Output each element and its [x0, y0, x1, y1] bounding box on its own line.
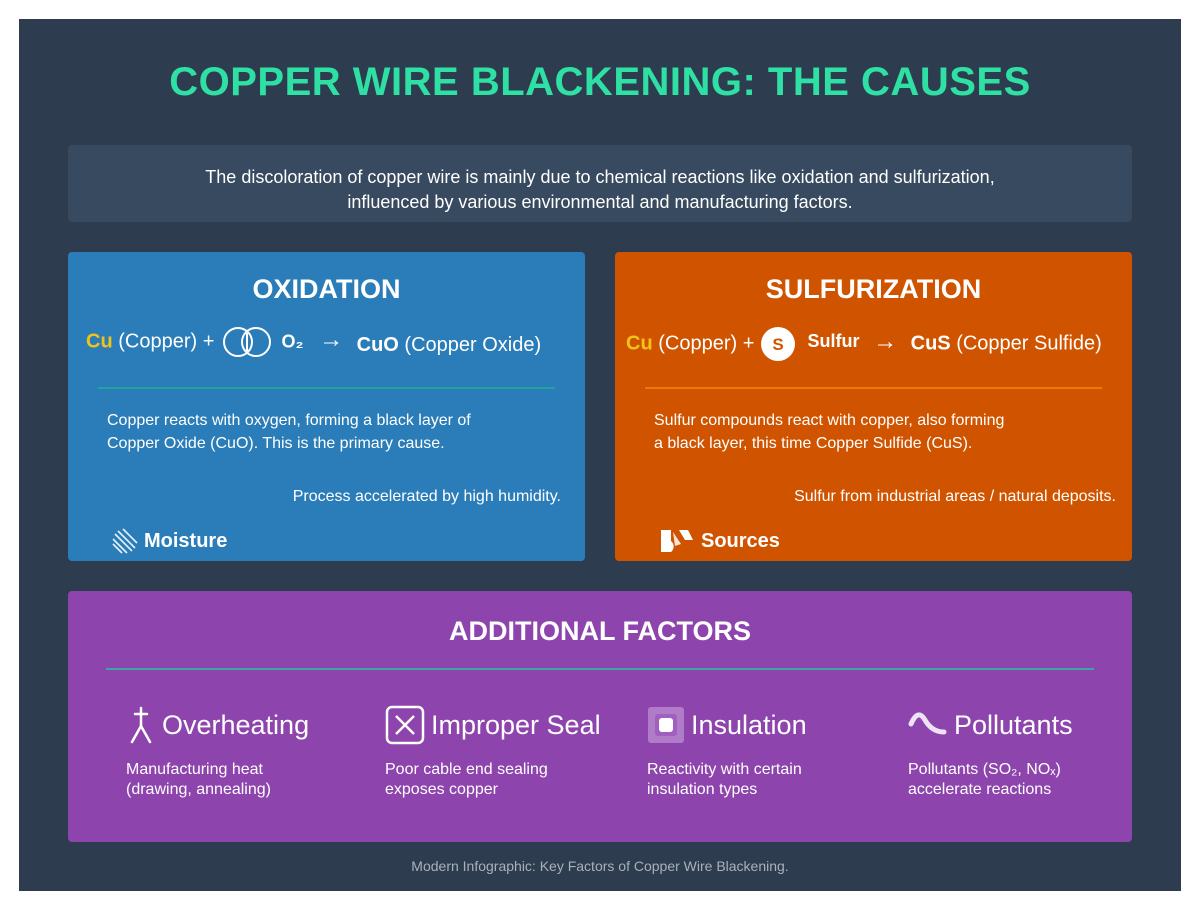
page-title: COPPER WIRE BLACKENING: THE CAUSES	[169, 60, 1031, 104]
factor-label: Insulation	[691, 709, 807, 740]
moisture-icon	[112, 528, 138, 554]
sources-tag: Sources	[659, 528, 780, 554]
factor-overheating: Overheating Manufacturing heat (drawing,…	[126, 705, 376, 800]
factors-title: ADDITIONAL FACTORS	[448, 616, 751, 646]
sulfurization-desc-line-2: a black layer, this time Copper Sulfide …	[654, 435, 973, 452]
sulfurization-title: SULFURIZATION	[765, 274, 982, 304]
oxidation-card: OXIDATION Cu (Copper) + O₂ → CuO (Copper…	[68, 252, 585, 561]
reaction-arrow: →	[873, 328, 898, 356]
moisture-label: Moisture	[144, 529, 228, 552]
pollutants-icon	[908, 712, 947, 735]
copper-oxide-formula: CuO	[356, 334, 399, 357]
factor-desc-line: Poor cable end sealing	[385, 761, 548, 778]
moisture-tag: Moisture	[112, 528, 227, 554]
oxidation-description: Copper reacts with oxygen, forming a bla…	[107, 409, 547, 455]
insulation-icon	[648, 707, 684, 743]
sulfurization-card: SULFURIZATION Cu (Copper) + S Sulfur → C…	[615, 252, 1132, 561]
factor-desc-line: (drawing, annealing)	[126, 781, 271, 798]
factors-divider	[106, 668, 1094, 670]
sulfur-atom-icon: S	[760, 327, 795, 361]
oxidation-divider	[98, 387, 555, 389]
sulfur-label: Sulfur	[807, 331, 860, 352]
factor-label: Pollutants	[954, 709, 1073, 740]
reaction-arrow: →	[319, 326, 344, 354]
factor-desc-line: Manufacturing heat	[126, 761, 263, 778]
factor-label: Improper Seal	[431, 709, 601, 740]
oxidation-desc-line-1: Copper reacts with oxygen, forming a bla…	[107, 412, 471, 429]
seal-icon	[385, 705, 425, 745]
sources-label: Sources	[701, 529, 780, 552]
copper-name: (Copper) +	[118, 330, 215, 353]
copper-name: (Copper) +	[658, 332, 755, 355]
factor-improper-seal: Improper Seal Poor cable end sealing exp…	[385, 705, 635, 800]
sulfurization-description: Sulfur compounds react with copper, also…	[654, 409, 1094, 455]
oxidation-desc-line-2: Copper Oxide (CuO). This is the primary …	[107, 435, 445, 452]
oxygen-molecule-icon	[222, 327, 271, 357]
footer-caption: Modern Infographic: Key Factors of Coppe…	[411, 858, 789, 874]
intro-line-1: The discoloration of copper wire is main…	[205, 167, 995, 187]
factor-desc-line: exposes copper	[385, 781, 498, 798]
factor-desc-line: insulation types	[647, 781, 758, 798]
sulfurization-desc-line-1: Sulfur compounds react with copper, also…	[654, 412, 1005, 429]
factor-pollutants: Pollutants Pollutants (SO₂, NOₓ) acceler…	[908, 705, 1158, 800]
copper-symbol: Cu	[86, 330, 113, 353]
factor-desc-line: Pollutants (SO₂, NOₓ)	[908, 761, 1061, 778]
sulfurization-note: Sulfur from industrial areas / natural d…	[794, 488, 1116, 505]
additional-factors-panel: ADDITIONAL FACTORS Overheating Manufactu…	[68, 591, 1132, 842]
factor-label: Overheating	[162, 709, 310, 740]
copper-oxide-name: (Copper Oxide)	[404, 334, 542, 357]
oxygen-formula: O₂	[281, 331, 304, 352]
sources-icon	[661, 530, 693, 552]
oxidation-equation: Cu (Copper) + O₂ → CuO (Copper Oxide)	[86, 326, 541, 366]
copper-symbol: Cu	[626, 332, 653, 355]
intro-box: The discoloration of copper wire is main…	[68, 145, 1132, 222]
heat-icon	[130, 706, 152, 744]
factor-insulation: Insulation Reactivity with certain insul…	[647, 705, 897, 800]
intro-line-2: influenced by various environmental and …	[347, 192, 853, 212]
sulfurization-equation: Cu (Copper) + S Sulfur → CuS (Copper Sul…	[626, 326, 1102, 366]
sulfur-symbol: S	[772, 335, 783, 354]
factor-desc-line: accelerate reactions	[908, 781, 1052, 798]
factor-desc-line: Reactivity with certain	[647, 761, 802, 778]
copper-sulfide-formula: CuS	[910, 332, 951, 355]
copper-sulfide-name: (Copper Sulfide)	[956, 332, 1102, 355]
oxidation-title: OXIDATION	[252, 274, 401, 304]
oxidation-note: Process accelerated by high humidity.	[292, 488, 561, 505]
sulfurization-divider	[645, 387, 1102, 389]
